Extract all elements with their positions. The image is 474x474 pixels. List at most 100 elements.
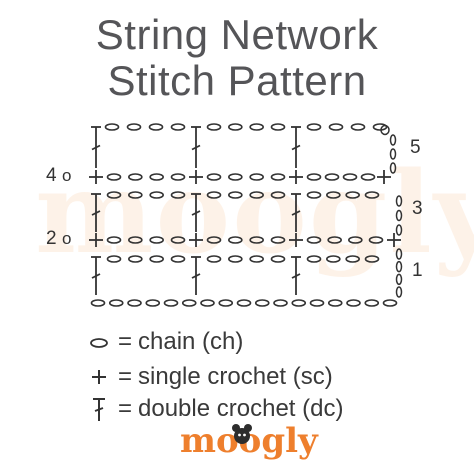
chain-stitch [106,236,122,244]
chain-stitch [364,191,380,199]
legend-item-double-crochet: = double crochet (dc) [88,394,343,424]
legend-label-chain: chain (ch) [138,328,244,355]
chain-stitch [127,299,142,307]
chain-stitch [163,299,179,307]
chain-stitch [360,173,376,181]
chain-stitch [306,255,322,263]
turning-chain [389,162,397,174]
chain-stitch [350,123,366,131]
chain-stitch [270,236,286,244]
chain-stitch [149,255,164,263]
chain-stitch [206,173,222,181]
row-label-4: 4 [46,165,57,186]
chain-stitch [326,191,341,199]
chain-stitch [326,255,341,263]
turning-chain [395,260,403,273]
chain-stitch [273,299,288,307]
chain-stitch [270,173,286,181]
dc-icon [93,398,105,421]
chain-stitch [90,299,106,307]
chain-stitch [348,236,363,244]
double-crochet-stitch [91,210,101,216]
chain-stitch [345,191,360,199]
chain-stitch [228,123,243,131]
chain-stitch [181,299,197,307]
chain-stitch [328,123,344,131]
chain-stitch [382,299,398,307]
double-crochet-stitch [291,210,301,216]
row-label-4-ring: o [62,166,71,185]
chain-stitch [104,123,120,131]
chain-stitch [228,173,243,181]
chain-stitch [170,123,186,131]
turning-chain [380,124,390,136]
chain-stitch [364,299,380,307]
turning-chain [395,248,403,260]
chain-stitch [342,173,358,181]
chain-stitch [228,236,243,244]
mouse-mascot-icon [232,424,252,444]
chain-icon [90,338,108,348]
chain-stitch [327,236,342,244]
chain-stitch [270,191,286,199]
turning-chain [389,148,397,160]
chain-stitch [200,299,215,307]
chain-stitch [327,299,343,307]
double-crochet-stitch [91,144,101,151]
chain-stitch [148,123,164,131]
chain-stitch [306,173,322,181]
chain-stitch [270,123,286,131]
chain-stitch [364,255,380,263]
legend-item-single-crochet: = single crochet (sc) [88,362,333,392]
chain-stitch [106,191,122,199]
double-crochet-stitch [91,273,101,279]
double-crochet-stitch [291,144,301,151]
chain-stitch [206,123,222,131]
double-crochet-stitch [191,144,201,151]
row-label-2: 2 [46,228,57,249]
legend-equals: = [118,363,133,390]
row-label-2-ring: o [62,229,71,248]
turning-chain [395,195,403,207]
chain-stitch [149,173,164,181]
chain-stitch [309,299,325,307]
turning-chain [389,134,397,146]
chain-stitch [106,173,122,181]
chain-stitch [306,123,322,131]
plus-icon [92,370,106,384]
turning-chain [395,209,403,222]
chain-stitch [346,299,361,307]
page-title-line-1: String Network [95,11,379,58]
chain-stitch [306,191,322,199]
chain-stitch [149,236,164,244]
legend-label-double-crochet: double crochet (dc) [138,395,344,422]
chain-stitch [128,236,143,244]
chain-stitch [249,255,264,263]
chain-stitch [345,255,360,263]
chain-stitch [249,123,264,131]
legend-item-chain: = chain (ch) [88,327,243,357]
row-number-5: 5 [410,137,421,158]
chain-stitch [170,236,186,244]
chain-stitch [249,236,264,244]
chain-stitch [306,236,322,244]
turning-chain [395,224,403,236]
chain-stitch [228,255,243,263]
chain-stitch [254,299,270,307]
brand-logo: moogly [180,424,330,464]
chain-stitch [106,255,122,263]
chain-stitch [170,191,186,199]
double-crochet-stitch [191,210,201,216]
diagram-layer [89,123,403,307]
turning-chain [395,286,403,298]
chain-stitch [108,299,124,307]
legend-equals: = [118,328,133,355]
double-crochet-stitch [191,273,201,279]
chain-stitch [291,299,307,307]
chain-stitch [206,236,222,244]
chain-stitch [170,173,186,181]
chain-stitch [128,255,143,263]
chain-stitch [126,123,142,131]
double-crochet-stitch [291,273,301,279]
